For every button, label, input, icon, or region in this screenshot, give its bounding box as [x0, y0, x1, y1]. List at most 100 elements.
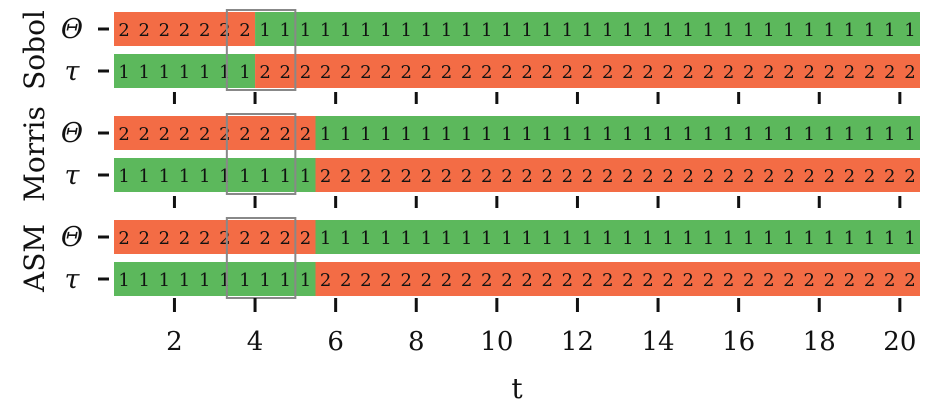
cell-label: 1 — [118, 62, 129, 83]
cell-label: 1 — [159, 166, 170, 187]
cell-label: 2 — [521, 166, 532, 187]
segment-asm-theta-after — [315, 220, 920, 254]
cell-label: 2 — [622, 270, 633, 291]
cell-label: 2 — [864, 62, 875, 83]
cell-label: 1 — [461, 20, 472, 41]
cell-label: 2 — [904, 62, 915, 83]
cell-label: 1 — [844, 228, 855, 249]
cell-label: 2 — [300, 124, 311, 145]
cell-label: 1 — [138, 166, 149, 187]
cell-label: 2 — [179, 228, 190, 249]
cell-label: 2 — [803, 166, 814, 187]
cell-label: 1 — [602, 20, 613, 41]
cell-label: 2 — [783, 62, 794, 83]
cell-label: 1 — [562, 124, 573, 145]
cell-label: 1 — [622, 124, 633, 145]
cell-label: 2 — [844, 270, 855, 291]
cell-label: 2 — [844, 166, 855, 187]
cell-label: 1 — [662, 20, 673, 41]
x-axis-title: t — [511, 372, 523, 405]
segment-sobol-tau-after — [255, 54, 921, 88]
cell-label: 1 — [844, 124, 855, 145]
cell-label: 1 — [582, 228, 593, 249]
cell-label: 2 — [844, 62, 855, 83]
param-label-tau: τ — [65, 160, 81, 191]
cell-label: 1 — [340, 124, 351, 145]
cell-label: 2 — [562, 270, 573, 291]
cell-label: 1 — [219, 270, 230, 291]
cell-label: 2 — [400, 166, 411, 187]
cell-label: 1 — [320, 20, 331, 41]
cell-label: 2 — [259, 62, 270, 83]
cell-label: 2 — [602, 270, 613, 291]
cell-label: 2 — [421, 166, 432, 187]
cell-label: 1 — [159, 62, 170, 83]
cell-label: 2 — [461, 62, 472, 83]
cell-label: 1 — [683, 228, 694, 249]
cell-label: 1 — [118, 270, 129, 291]
cell-label: 1 — [199, 270, 210, 291]
cell-label: 2 — [380, 166, 391, 187]
cell-label: 1 — [864, 228, 875, 249]
segment-morris-tau-before — [114, 158, 316, 192]
cell-label: 1 — [421, 124, 432, 145]
cell-label: 2 — [642, 62, 653, 83]
cell-label: 2 — [582, 166, 593, 187]
cell-label: 2 — [501, 166, 512, 187]
cell-label: 2 — [703, 270, 714, 291]
cell-label: 1 — [763, 20, 774, 41]
cell-label: 2 — [622, 166, 633, 187]
method-label-morris: Morris — [18, 106, 51, 202]
cell-label: 2 — [683, 270, 694, 291]
cell-label: 1 — [179, 270, 190, 291]
cell-label: 2 — [743, 62, 754, 83]
cell-label: 1 — [340, 228, 351, 249]
cell-label: 1 — [400, 124, 411, 145]
x-tick-label: 2 — [166, 327, 183, 357]
cell-label: 1 — [723, 228, 734, 249]
cell-label: 1 — [683, 124, 694, 145]
cell-label: 1 — [803, 124, 814, 145]
cell-label: 2 — [259, 228, 270, 249]
param-label-tau: τ — [65, 264, 81, 295]
cell-label: 1 — [662, 228, 673, 249]
segment-morris-theta-after — [315, 116, 920, 150]
cell-label: 2 — [239, 20, 250, 41]
cell-label: 1 — [300, 270, 311, 291]
cell-label: 2 — [884, 62, 895, 83]
cell-label: 2 — [400, 62, 411, 83]
cell-label: 2 — [904, 166, 915, 187]
cell-label: 2 — [280, 124, 291, 145]
cell-label: 2 — [421, 270, 432, 291]
cell-label: 2 — [521, 62, 532, 83]
cell-label: 1 — [481, 124, 492, 145]
cell-label: 2 — [763, 166, 774, 187]
cell-label: 1 — [904, 124, 915, 145]
x-tick-label: 14 — [642, 327, 675, 357]
cell-label: 1 — [501, 228, 512, 249]
segment-asm-tau-before — [114, 262, 316, 296]
cell-label: 1 — [380, 20, 391, 41]
cell-label: 2 — [481, 62, 492, 83]
cell-label: 1 — [320, 228, 331, 249]
cell-label: 1 — [904, 228, 915, 249]
cell-label: 2 — [824, 166, 835, 187]
cell-label: 2 — [582, 62, 593, 83]
cell-label: 1 — [683, 20, 694, 41]
cell-label: 2 — [662, 62, 673, 83]
cell-label: 1 — [783, 124, 794, 145]
cell-label: 1 — [743, 20, 754, 41]
cell-label: 1 — [824, 20, 835, 41]
cell-label: 2 — [360, 166, 371, 187]
cell-label: 2 — [824, 62, 835, 83]
cell-label: 1 — [803, 20, 814, 41]
cell-label: 2 — [562, 62, 573, 83]
segment-sobol-theta-before — [114, 12, 256, 46]
cell-label: 2 — [360, 62, 371, 83]
cell-label: 2 — [138, 20, 149, 41]
cell-label: 1 — [602, 124, 613, 145]
cell-label: 2 — [400, 270, 411, 291]
cell-label: 2 — [199, 124, 210, 145]
cell-label: 1 — [179, 166, 190, 187]
cell-label: 2 — [541, 270, 552, 291]
